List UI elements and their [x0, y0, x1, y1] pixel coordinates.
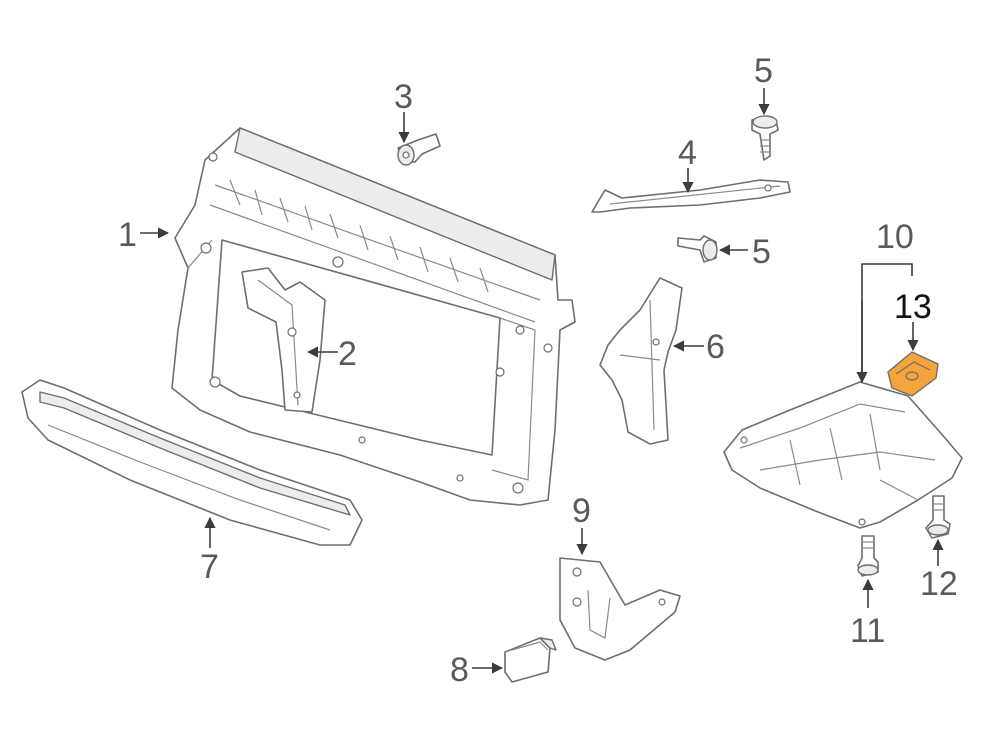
callout-2: 2: [338, 335, 357, 373]
callout-10: 10: [876, 218, 914, 256]
callout-1: 1: [118, 216, 137, 254]
callout-5-lower: 5: [752, 233, 771, 271]
sensor-part[interactable]: [504, 637, 557, 683]
callout-8: 8: [450, 651, 469, 689]
bolt-part-12[interactable]: [925, 495, 951, 539]
clip-nut-part-highlighted[interactable]: [887, 351, 939, 397]
callout-12: 12: [920, 565, 958, 603]
callout-3: 3: [394, 78, 413, 116]
side-bracket-part[interactable]: [599, 277, 683, 445]
radiator-support-part[interactable]: [171, 127, 576, 506]
callout-9: 9: [572, 492, 591, 530]
bolt-part-11[interactable]: [857, 535, 879, 577]
mounting-bracket-part[interactable]: [559, 557, 681, 661]
bolt-part-3[interactable]: [397, 133, 441, 166]
callout-13-highlighted: 13: [894, 288, 932, 326]
callout-4: 4: [678, 134, 697, 172]
leader-lines: [140, 88, 944, 674]
splash-shield-part[interactable]: [723, 381, 963, 529]
callout-labels: 1 2 3 4 5 5 6 7 8 9 10 11 12 13: [118, 52, 958, 689]
callout-7: 7: [200, 548, 219, 586]
bolt-part-5-lower[interactable]: [677, 235, 718, 263]
callout-11: 11: [850, 612, 885, 650]
bracket-strip-part[interactable]: [591, 179, 791, 213]
callout-6: 6: [706, 328, 725, 366]
center-brace-part[interactable]: [241, 267, 326, 413]
air-deflector-part[interactable]: [21, 379, 363, 546]
callout-5-upper: 5: [754, 52, 773, 90]
bolt-part-5-upper[interactable]: [751, 115, 779, 161]
